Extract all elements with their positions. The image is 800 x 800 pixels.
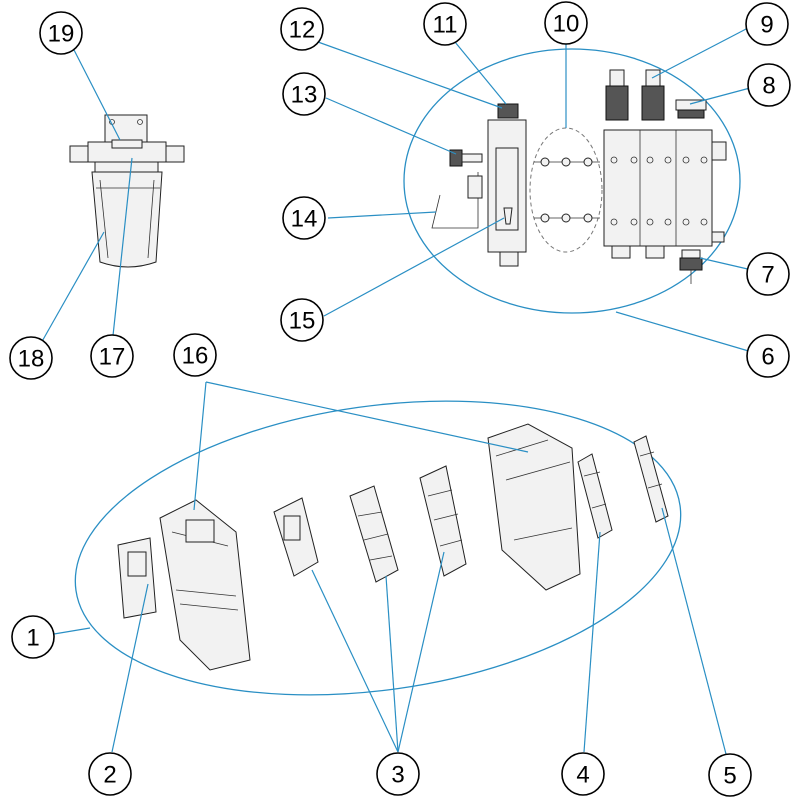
filter-housing-drawing [69,114,185,268]
callout-7: 7 [746,252,790,296]
assembly-1-ellipse [74,400,682,696]
svg-text:13: 13 [291,82,318,109]
leader-14 [327,211,437,219]
leader-11 [454,41,507,105]
svg-text:4: 4 [576,762,589,789]
callout-9: 9 [745,2,789,46]
callout-18: 18 [9,336,53,380]
leader-13 [325,97,457,155]
callout-10: 10 [544,1,588,45]
callout-5: 5 [708,753,752,797]
leader-16b [205,381,529,453]
svg-text:15: 15 [289,308,316,335]
leader-1 [53,627,91,635]
leader-4 [583,531,601,753]
leader-15 [323,217,505,317]
svg-text:2: 2 [103,762,116,789]
callout-3: 3 [376,752,420,796]
callout-8: 8 [747,63,791,107]
callout-4: 4 [561,752,605,796]
leader-7 [699,257,753,271]
svg-text:8: 8 [762,73,775,100]
svg-text:6: 6 [761,344,774,371]
svg-text:12: 12 [289,17,316,44]
callout-1: 1 [11,615,55,659]
svg-text:10: 10 [553,11,580,38]
svg-text:7: 7 [761,262,774,289]
leader-17 [111,157,133,346]
callout-6: 6 [746,334,790,378]
svg-text:11: 11 [433,12,458,39]
leader-6 [615,311,753,353]
leader-18 [39,231,105,346]
callout-13: 13 [282,72,326,116]
svg-text:9: 9 [760,12,773,39]
callout-16: 16 [173,333,217,377]
assembly-6-ellipse [403,48,741,314]
leader-3a [311,569,399,753]
manifold-drawing [431,69,727,284]
callout-15: 15 [280,298,324,342]
callout-14: 14 [282,196,326,240]
svg-text:19: 19 [48,21,75,48]
leader-9 [651,27,749,79]
callout-17: 17 [90,334,134,378]
callout-19: 19 [39,11,83,55]
callout-12: 12 [280,7,324,51]
callout-11: 11 [423,2,467,46]
svg-text:18: 18 [18,346,45,373]
callout-2: 2 [88,752,132,796]
svg-text:16: 16 [182,343,209,370]
leader-2 [111,583,149,753]
svg-text:14: 14 [291,206,318,233]
leader-16a [193,381,207,511]
leader-5 [661,507,727,755]
leader-lines [39,27,753,755]
svg-text:17: 17 [99,344,126,371]
controller-drawing [117,423,669,671]
leader-12 [317,41,503,109]
svg-text:1: 1 [26,625,39,652]
svg-text:3: 3 [391,762,404,789]
leader-8 [689,87,751,105]
leader-19 [71,45,121,141]
svg-text:5: 5 [723,763,736,790]
leader-3c [397,551,445,753]
leader-3b [385,575,399,753]
